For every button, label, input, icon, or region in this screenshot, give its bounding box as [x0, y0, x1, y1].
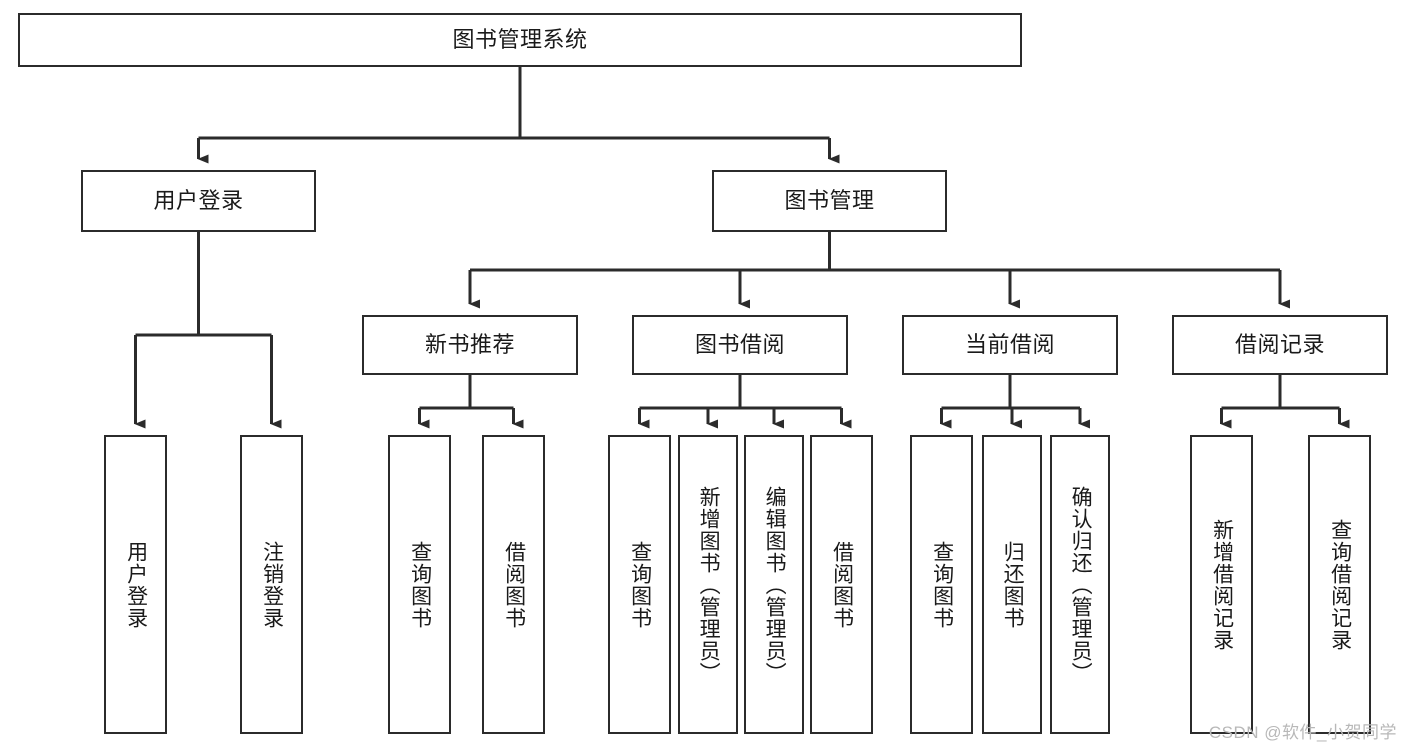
leaf-user-logout-label: 注销登录 [260, 540, 284, 629]
leaf-record-query-label: 查询借阅记录 [1328, 518, 1352, 651]
leaf-borrow-add-book-label: 新增图书（管理员） [697, 485, 721, 684]
node-new-book-recommend[interactable]: 新书推荐 [362, 315, 578, 375]
leaf-user-login[interactable]: 用户登录 [104, 435, 167, 734]
leaf-record-query[interactable]: 查询借阅记录 [1308, 435, 1371, 734]
leaf-borrow-borrow-book-label: 借阅图书 [830, 540, 854, 629]
leaf-current-query-book-label: 查询图书 [930, 540, 954, 629]
leaf-current-return-book[interactable]: 归还图书 [982, 435, 1042, 734]
node-book-borrow[interactable]: 图书借阅 [632, 315, 848, 375]
node-root[interactable]: 图书管理系统 [18, 13, 1022, 67]
edges-group [134, 67, 1350, 429]
node-new-book-recommend-label: 新书推荐 [424, 332, 515, 358]
node-root-label: 图书管理系统 [452, 27, 588, 53]
node-book-borrow-label: 图书借阅 [694, 332, 785, 358]
leaf-current-return-book-label: 归还图书 [1001, 540, 1025, 629]
leaf-borrow-borrow-book[interactable]: 借阅图书 [810, 435, 873, 734]
leaf-current-confirm-return[interactable]: 确认归还（管理员） [1050, 435, 1110, 734]
leaf-user-login-label: 用户登录 [124, 540, 148, 629]
leaf-current-query-book[interactable]: 查询图书 [910, 435, 973, 734]
leaf-recommend-query-book-label: 查询图书 [408, 540, 432, 629]
node-user-login-label: 用户登录 [153, 188, 244, 214]
leaf-borrow-edit-book[interactable]: 编辑图书（管理员） [744, 435, 804, 734]
leaf-user-logout[interactable]: 注销登录 [240, 435, 303, 734]
leaf-borrow-query-book-label: 查询图书 [628, 540, 652, 629]
leaf-recommend-query-book[interactable]: 查询图书 [388, 435, 451, 734]
leaf-recommend-borrow-book-label: 借阅图书 [502, 540, 526, 629]
leaf-current-confirm-return-label: 确认归还（管理员） [1069, 485, 1093, 684]
node-current-borrow-label: 当前借阅 [964, 332, 1055, 358]
leaf-borrow-add-book[interactable]: 新增图书（管理员） [678, 435, 738, 734]
node-book-manage-label: 图书管理 [784, 188, 875, 214]
node-book-manage[interactable]: 图书管理 [712, 170, 947, 232]
node-current-borrow[interactable]: 当前借阅 [902, 315, 1118, 375]
leaf-borrow-edit-book-label: 编辑图书（管理员） [763, 485, 787, 684]
leaf-record-add[interactable]: 新增借阅记录 [1190, 435, 1253, 734]
leaf-borrow-query-book[interactable]: 查询图书 [608, 435, 671, 734]
node-user-login[interactable]: 用户登录 [81, 170, 316, 232]
node-borrow-record[interactable]: 借阅记录 [1172, 315, 1388, 375]
leaf-recommend-borrow-book[interactable]: 借阅图书 [482, 435, 545, 734]
node-borrow-record-label: 借阅记录 [1234, 332, 1325, 358]
leaf-record-add-label: 新增借阅记录 [1210, 518, 1234, 651]
